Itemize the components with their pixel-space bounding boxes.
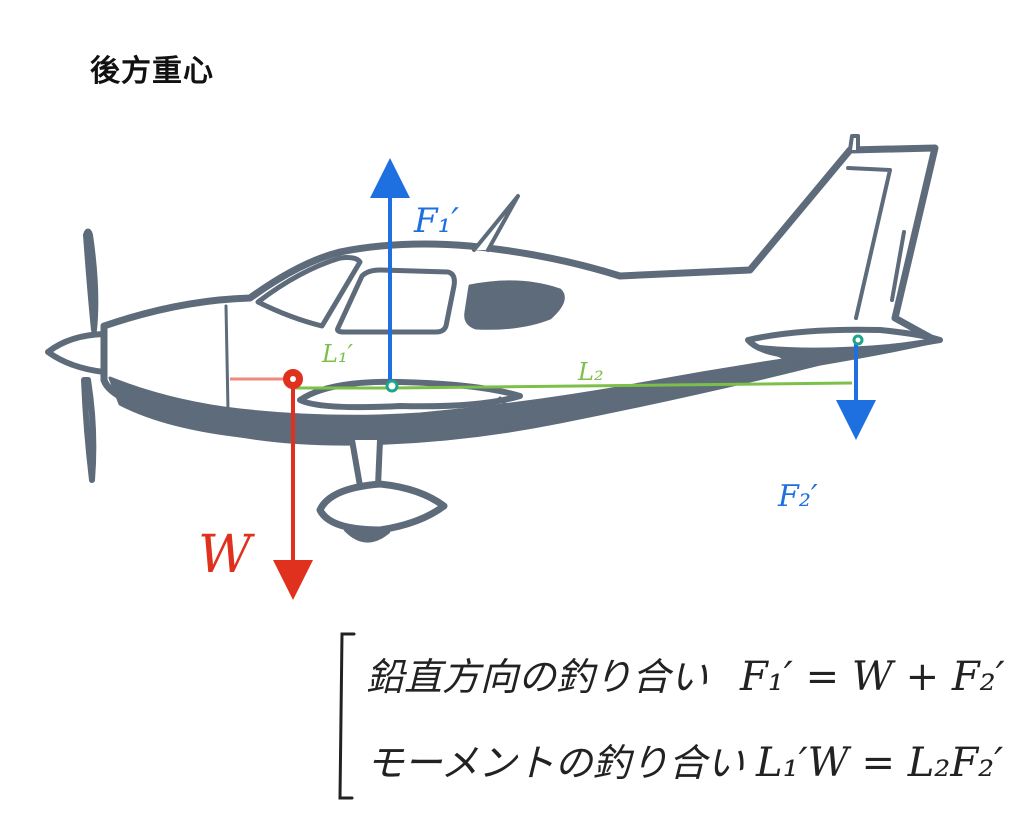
- arm-l2-line: [391, 381, 853, 390]
- tail-tip: [848, 134, 860, 152]
- arm1-label: L₁′: [321, 340, 354, 368]
- vertical-balance-equation: F₁′ = W + F₂′: [739, 654, 1005, 700]
- landing-gear-leg: [349, 437, 383, 489]
- arm2-label: L₂: [577, 358, 604, 386]
- cabin-window: [335, 267, 457, 335]
- center-of-gravity-dot: [290, 376, 296, 382]
- vertical-balance-label: 鉛直方向の釣り合い: [366, 655, 708, 699]
- force-diagram: F₁′ F₂′ W L₁′ L₂: [198, 158, 876, 600]
- stabilizer-shadow: [759, 343, 901, 363]
- antenna: [472, 194, 520, 252]
- tail-force-point: [852, 334, 864, 346]
- windshield: [255, 255, 363, 329]
- tail-fin: [846, 166, 892, 320]
- cowling-line: [224, 304, 230, 412]
- wheel-fairing: [316, 480, 448, 534]
- tail-force-label: F₂′: [777, 479, 818, 514]
- rudder-line: [890, 230, 906, 302]
- equations-block: 鉛直方向の釣り合い F₁′ = W + F₂′ モーメントの釣り合い L₁′W …: [338, 632, 1005, 800]
- airplane-illustration: [45, 134, 943, 543]
- lift-label: F₁′: [413, 201, 459, 241]
- equations-bracket: [338, 632, 356, 800]
- propeller: [45, 228, 107, 483]
- page-title: 後方重心: [90, 54, 214, 89]
- moment-balance-equation: L₁′W = L₂F₂′: [755, 740, 1003, 786]
- strut: [498, 396, 522, 426]
- wheel: [344, 528, 390, 543]
- lift-point: [385, 379, 399, 393]
- weight-label: W: [198, 525, 255, 585]
- rear-window: [464, 280, 565, 330]
- moment-balance-label: モーメントの釣り合い: [366, 741, 744, 785]
